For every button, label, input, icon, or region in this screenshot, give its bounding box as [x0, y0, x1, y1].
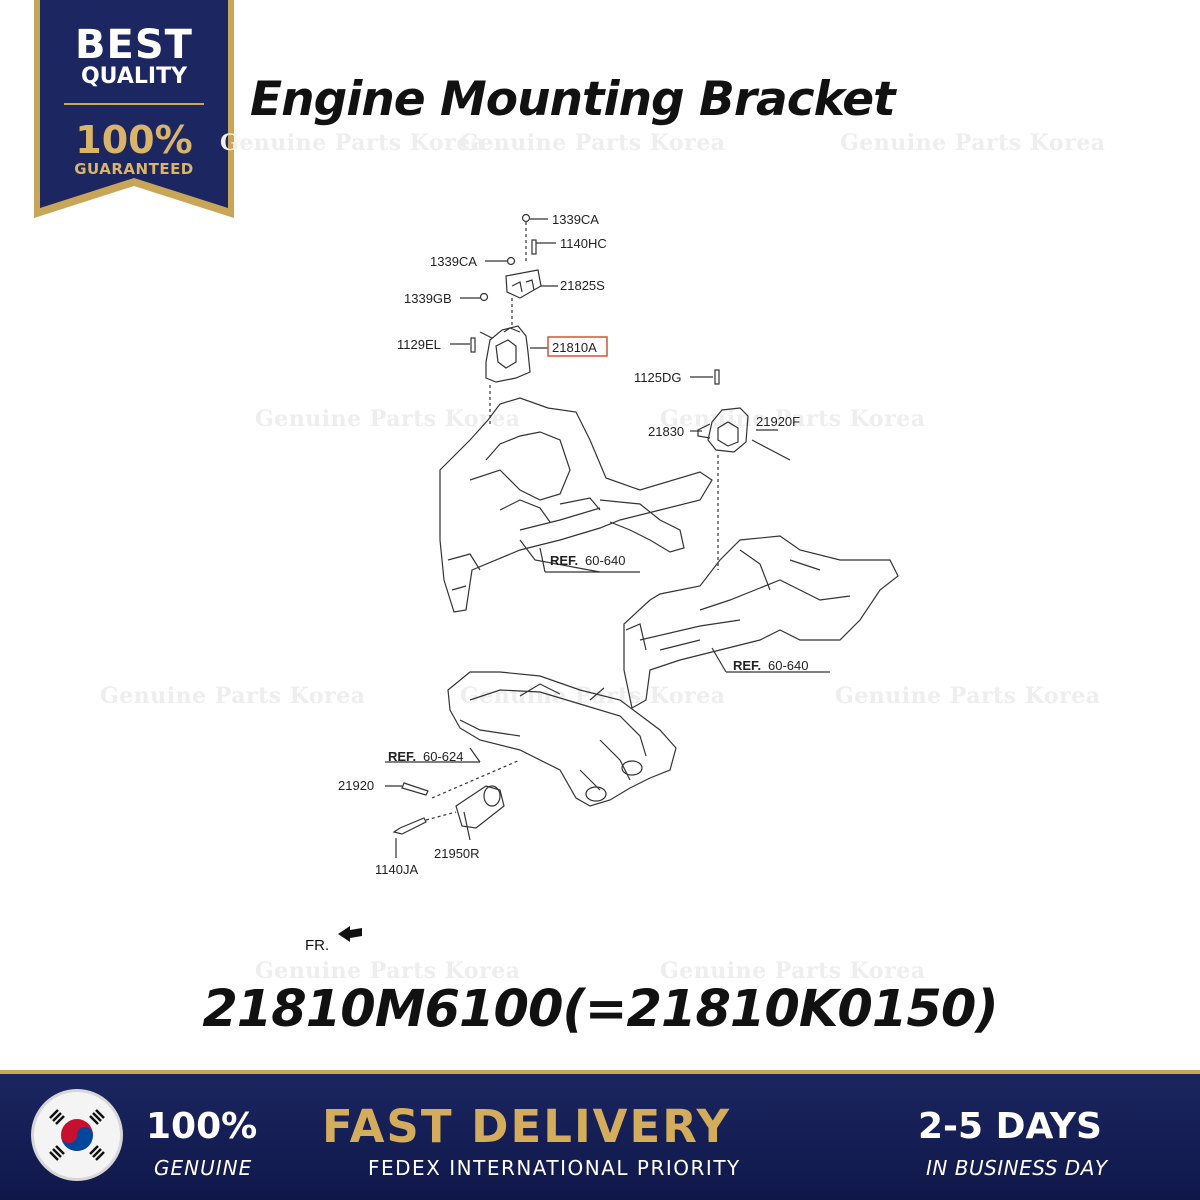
- badge-best-text: BEST: [75, 22, 193, 68]
- genuine-label: GENUINE: [154, 1156, 253, 1180]
- label-21950r: 21950R: [434, 846, 480, 861]
- diagram-lines: [385, 213, 899, 858]
- badge-ribbon-shape: [34, 0, 234, 218]
- label-ref3-number: 60-624: [423, 749, 463, 764]
- delivery-days: 2-5 DAYS: [918, 1106, 1102, 1147]
- watermark: Genuine Parts Korea: [255, 406, 521, 432]
- label-1339ca-left: 1339CA: [430, 254, 477, 269]
- best-quality-badge: BEST QUALITY 100% GUARANTEED: [34, 0, 234, 220]
- label-21825s: 21825S: [560, 278, 605, 293]
- page-title: Engine Mounting Bracket: [250, 72, 896, 127]
- fast-delivery-heading: FAST DELIVERY: [322, 1100, 732, 1153]
- front-arrow-icon: [338, 926, 362, 942]
- watermark: Genuine Parts Korea: [660, 406, 926, 432]
- badge-percent-text: 100%: [75, 118, 193, 162]
- footer-accent-line: [0, 1070, 1200, 1074]
- korea-flag-icon: [34, 1092, 120, 1178]
- label-ref1: REF.: [550, 553, 578, 568]
- label-ref1-number: 60-640: [585, 553, 625, 568]
- parts-diagram: 1339CA 1140HC 1339CA 21825S 1339GB 1129E…: [338, 212, 899, 942]
- part-number: 21810M6100(=21810K0150): [202, 980, 998, 1039]
- business-day-label: IN BUSINESS DAY: [926, 1156, 1108, 1180]
- footer-banner: 100% GENUINE FAST DELIVERY FEDEX INTERNA…: [0, 1070, 1200, 1200]
- label-1339ca-top: 1339CA: [552, 212, 599, 227]
- shipping-method: FEDEX INTERNATIONAL PRIORITY: [368, 1156, 741, 1180]
- front-label: FR.: [305, 937, 330, 954]
- label-21920f: 21920F: [756, 414, 800, 429]
- label-21920: 21920: [338, 778, 374, 793]
- label-ref2-number: 60-640: [768, 658, 808, 673]
- watermark: Genuine Parts Korea: [220, 130, 486, 156]
- label-1140hc: 1140HC: [560, 236, 607, 251]
- label-1129el: 1129EL: [397, 337, 441, 352]
- watermark: Genuine Parts Korea: [835, 683, 1101, 709]
- label-ref2: REF.: [733, 658, 761, 673]
- genuine-percent: 100%: [146, 1106, 258, 1147]
- watermark: Genuine Parts Korea: [460, 130, 726, 156]
- highlight-box-21810a: [547, 336, 608, 357]
- watermark: Genuine Parts Korea: [840, 130, 1106, 156]
- badge-quality-text: QUALITY: [80, 64, 188, 89]
- watermark: Genuine Parts Korea: [660, 958, 926, 984]
- watermark: Genuine Parts Korea: [460, 683, 726, 709]
- watermark: Genuine Parts Korea: [100, 683, 366, 709]
- label-1125dg: 1125DG: [634, 370, 681, 385]
- label-ref3: REF.: [388, 749, 416, 764]
- label-1140ja: 1140JA: [375, 862, 418, 877]
- watermark: Genuine Parts Korea: [255, 958, 521, 984]
- label-21810a: 21810A: [552, 340, 597, 355]
- badge-guaranteed-text: GUARANTEED: [74, 160, 194, 178]
- label-21830: 21830: [648, 424, 684, 439]
- label-1339gb: 1339GB: [404, 291, 452, 306]
